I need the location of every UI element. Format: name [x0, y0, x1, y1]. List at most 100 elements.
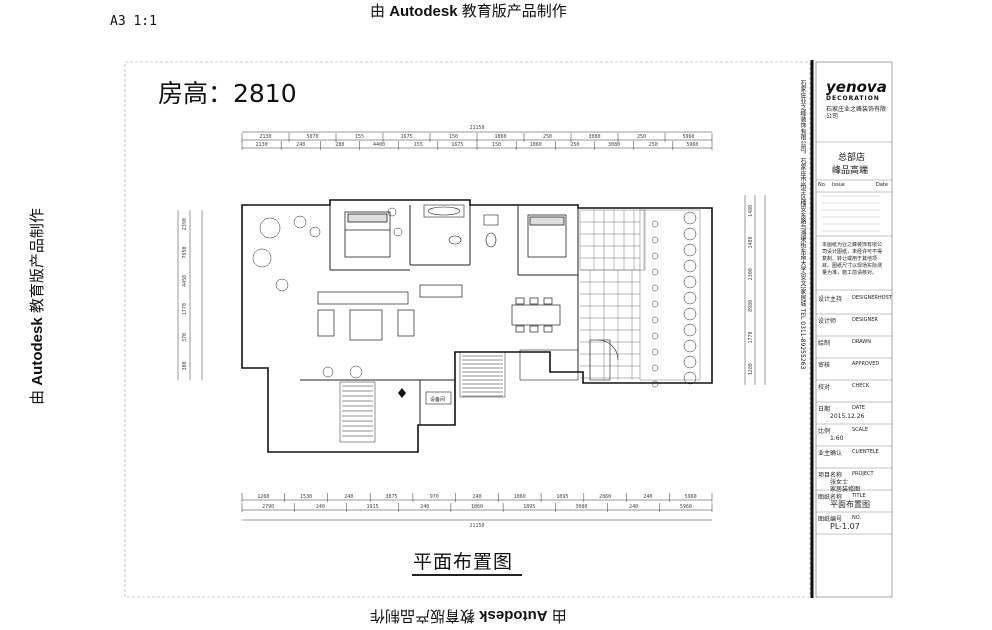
- dim-top-2: 150: [492, 142, 501, 148]
- logo-main: yenova: [826, 78, 887, 96]
- dim-top-1: 250: [637, 134, 646, 140]
- title-block-row-value: 1:60: [830, 435, 844, 442]
- plants: [252, 207, 697, 388]
- terrace-paving: [579, 209, 701, 381]
- dim-top-1: 1860: [494, 134, 506, 140]
- walls: [241, 199, 713, 453]
- dim-bottom-2: 3080: [575, 504, 587, 510]
- left-dimensions: [177, 210, 203, 380]
- title-block-row-en: DATE: [852, 405, 866, 411]
- dim-top-2: 280: [335, 142, 344, 148]
- dim-bottom-1: 5960: [685, 494, 697, 500]
- dim-top-1: 3080: [588, 134, 600, 140]
- logo-sub: DECORATION: [826, 95, 880, 102]
- right-dimensions: [744, 195, 766, 385]
- title-block-row-label: 审核: [818, 362, 831, 369]
- dim-top-2: 2130: [256, 142, 268, 148]
- equipment-room-box: [425, 391, 452, 405]
- title-block-row-en: DRAWN: [852, 339, 871, 345]
- living-room-furniture: [317, 284, 463, 341]
- dim-left: 4450: [182, 275, 188, 287]
- title-block-row-label: 日期: [818, 406, 831, 413]
- dim-top-1: 2130: [259, 134, 271, 140]
- plan-title-underline: [412, 574, 522, 576]
- title-block-row-en: TITLE: [852, 493, 866, 499]
- title-block-row-label: 图纸名称: [818, 494, 843, 501]
- dim-bottom-1: 240: [344, 494, 353, 500]
- dim-top-1: 250: [543, 134, 552, 140]
- dim-bottom-2: 5960: [680, 504, 692, 510]
- dim-top-2: 3080: [608, 142, 620, 148]
- dim-right: 1480: [748, 205, 754, 217]
- title-block-row-en: CHECK: [852, 383, 870, 389]
- sheet-frame: [124, 61, 811, 598]
- title-block-row-label: 比例: [818, 428, 831, 435]
- dim-bottom-2: 240: [629, 504, 638, 510]
- bathroom-fixtures: [423, 204, 499, 248]
- company-vertical-text: 石家庄业之峰装饰有限公司，石家庄市裕华区槐安东路与湘渠街东南大学(安文)家居城 …: [799, 80, 806, 370]
- title-block-row-en: APPROVED: [852, 361, 880, 367]
- dim-bottom-2: 1895: [523, 504, 535, 510]
- bottom-dimensions: [242, 499, 712, 521]
- title-block-frame: [815, 61, 893, 598]
- dim-top-1: 5960: [682, 134, 694, 140]
- dim-bottom-1: 3875: [386, 494, 398, 500]
- dim-bottom-1: 1860: [514, 494, 526, 500]
- dim-right: 1770: [748, 331, 754, 343]
- dim-top-2: 250: [649, 142, 658, 148]
- dim-bottom-1: 1095: [556, 494, 568, 500]
- sheet-size-label: A3 1:1: [110, 14, 157, 29]
- title-block-hatch: [822, 195, 880, 232]
- dim-left: 370: [182, 333, 188, 342]
- drawing-note: 本图纸为业之峰装饰有限公司设计图纸，未经许可不得复制、转让或用于其他项目。图纸尺…: [822, 242, 883, 276]
- dim-top-1: 1675: [400, 134, 412, 140]
- issue-label: Issue: [832, 182, 845, 188]
- dim-bottom-2: 240: [316, 504, 325, 510]
- dim-bottom-2: 1915: [367, 504, 379, 510]
- title-block-row-label: 设计师: [818, 318, 837, 325]
- dim-bottom-1: 1260: [257, 494, 269, 500]
- dim-right: 8980: [748, 300, 754, 312]
- watermark-top: 由 Autodesk 教育版产品制作: [370, 3, 567, 20]
- dim-right: 2300: [748, 268, 754, 280]
- dim-bottom-2: 2790: [262, 504, 274, 510]
- title-block-row-label: 绘制: [818, 340, 831, 347]
- title-block-row-en: SCALE: [852, 427, 869, 433]
- dim-top-total: 21150: [469, 125, 484, 131]
- dim-right: 1280: [748, 363, 754, 375]
- inner-walls: [300, 205, 579, 425]
- plan-title: 平面布置图: [413, 551, 514, 573]
- bed-second: [527, 214, 567, 258]
- room-height-label: 房高：2810: [158, 79, 297, 108]
- equipment-room-label: 设备间: [430, 396, 445, 403]
- dim-top-2: 1860: [530, 142, 542, 148]
- bed-master: [344, 211, 391, 258]
- dim-top-1: 155: [355, 134, 364, 140]
- title-block-lines: [816, 141, 892, 291]
- title-block-row-label: 业主确认: [818, 450, 843, 457]
- entry-marker: [398, 388, 406, 398]
- title-block-row-en: DESIGNER: [852, 317, 878, 323]
- title-block-row-label: 项目名称: [818, 472, 843, 479]
- dim-top-2: 1675: [451, 142, 463, 148]
- dim-bottom-1: 970: [430, 494, 439, 500]
- dim-bottom-1: 1530: [300, 494, 312, 500]
- store-name: 总部店: [838, 153, 866, 163]
- no-label: No.: [818, 182, 827, 188]
- dim-right: 1480: [748, 236, 754, 248]
- dim-bottom-1: 240: [643, 494, 652, 500]
- dim-left: 1770: [182, 303, 188, 315]
- dim-top-1: 5070: [306, 134, 318, 140]
- company-name: 石家庄业之峰装饰有限公司: [826, 106, 887, 120]
- staircase: [339, 351, 506, 443]
- title-block-row-value: 2015.12.26: [830, 413, 865, 420]
- title-block-row-label: 图纸编号: [818, 516, 843, 523]
- dining-table: [511, 297, 561, 333]
- dim-left: 300: [182, 361, 188, 370]
- dim-top-1: 150: [449, 134, 458, 140]
- title-block-row-value: 平面布置图: [830, 500, 870, 509]
- title-block-row-value: PL-1.07: [830, 522, 860, 531]
- kitchen: [519, 339, 619, 381]
- dim-top-2: 240: [296, 142, 305, 148]
